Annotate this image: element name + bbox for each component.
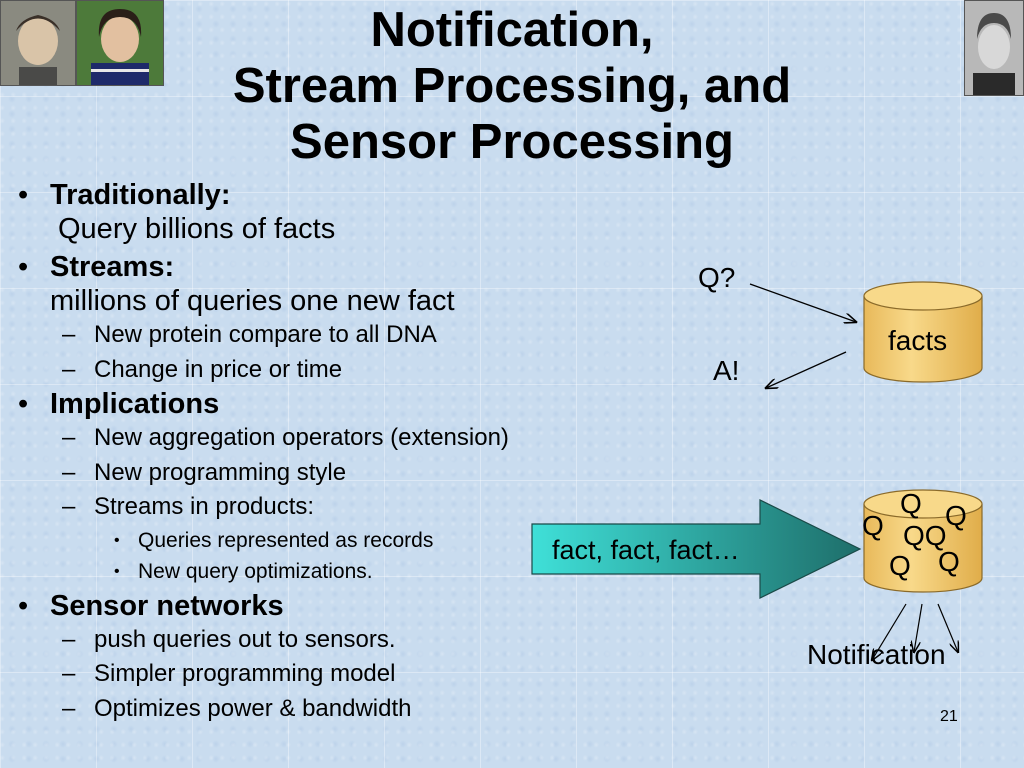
- portrait-photo-middle: [76, 0, 164, 86]
- sub-bullet: –Streams in products:: [62, 493, 315, 520]
- sub-bullet-text: Streams in products:: [94, 493, 315, 520]
- q-mark: Q: [945, 500, 967, 531]
- q-mark: Q: [938, 546, 960, 577]
- notification-arrow-2: [914, 603, 923, 652]
- sub-bullet-text: Simpler programming model: [94, 660, 396, 687]
- bullet-sensor-networks: • Sensor networks: [10, 589, 610, 623]
- bullet-dot: •: [18, 179, 29, 211]
- notification-label: Notification: [807, 639, 946, 670]
- sub-sub-bullet: •New query optimizations.: [114, 559, 373, 583]
- bullet-implications: • Implications: [10, 387, 610, 421]
- sub-sub-bullet-text: New query optimizations.: [138, 559, 373, 583]
- sub-bullet-text: New programming style: [94, 458, 347, 486]
- q-mark: Q: [889, 550, 911, 581]
- slide-title: Notification, Stream Processing, and Sen…: [0, 2, 1024, 170]
- sub-bullet: –New programming style: [62, 458, 347, 486]
- bullet-dot: •: [18, 251, 29, 283]
- fact-stream-label: fact, fact, fact…: [552, 535, 740, 565]
- bullet-heading: Implications: [50, 388, 220, 420]
- title-line-1: Notification,: [370, 3, 654, 57]
- sub-bullet: –New protein compare to all DNA: [62, 321, 437, 348]
- notification-arrow-3: [937, 603, 958, 652]
- bullet-heading: Streams:: [50, 251, 175, 283]
- bullet-traditionally: • Traditionally: Query billions of facts: [10, 178, 610, 246]
- bullet-streams: • Streams: millions of queries one new f…: [10, 250, 610, 318]
- title-line-2: Stream Processing, and: [232, 59, 792, 113]
- sub-bullet-text: New aggregation operators (extension): [94, 424, 509, 451]
- facts-database-cylinder: [863, 281, 983, 383]
- sub-bullet-text: push queries out to sensors.: [94, 625, 396, 653]
- sub-bullet-text: Change in price or time: [94, 355, 343, 383]
- sub-sub-bullet-text: Queries represented as records: [138, 528, 434, 552]
- bullet-subtext: Query billions of facts: [58, 213, 336, 245]
- fact-stream-block-arrow: [531, 499, 862, 599]
- sub-bullet: –Optimizes power & bandwidth: [62, 694, 412, 722]
- bullet-dot: •: [18, 388, 29, 420]
- answer-arrow: [766, 351, 847, 388]
- sub-bullet-text: Optimizes power & bandwidth: [94, 694, 412, 722]
- sub-bullet: –New aggregation operators (extension): [62, 424, 509, 451]
- sub-bullet-text: New protein compare to all DNA: [94, 321, 437, 348]
- slide-number: 21: [940, 708, 958, 725]
- answer-label: A!: [713, 355, 740, 386]
- portrait-photo-left: [0, 0, 76, 86]
- sub-sub-bullet: •Queries represented as records: [114, 528, 434, 552]
- sub-bullet: –Change in price or time: [62, 355, 343, 383]
- bullet-list: • Traditionally: Query billions of facts…: [10, 178, 610, 726]
- bullet-heading: Sensor networks: [50, 589, 284, 622]
- query-arrow: [749, 283, 856, 322]
- notification-arrow-1: [872, 603, 907, 660]
- title-line-3: Sensor Processing: [290, 115, 734, 169]
- bullet-dot: •: [18, 589, 29, 622]
- q-mark: Q: [900, 488, 922, 519]
- query-database-cylinder: [863, 489, 983, 593]
- sub-bullet: –Simpler programming model: [62, 660, 396, 687]
- bullet-subtext: millions of queries one new fact: [50, 285, 455, 317]
- q-mark: Q: [862, 510, 884, 541]
- q-mark: QQ: [903, 520, 947, 551]
- bullet-heading: Traditionally:: [50, 179, 231, 211]
- facts-label: facts: [888, 325, 948, 356]
- query-label: Q?: [698, 262, 736, 293]
- sub-bullet: –push queries out to sensors.: [62, 625, 396, 653]
